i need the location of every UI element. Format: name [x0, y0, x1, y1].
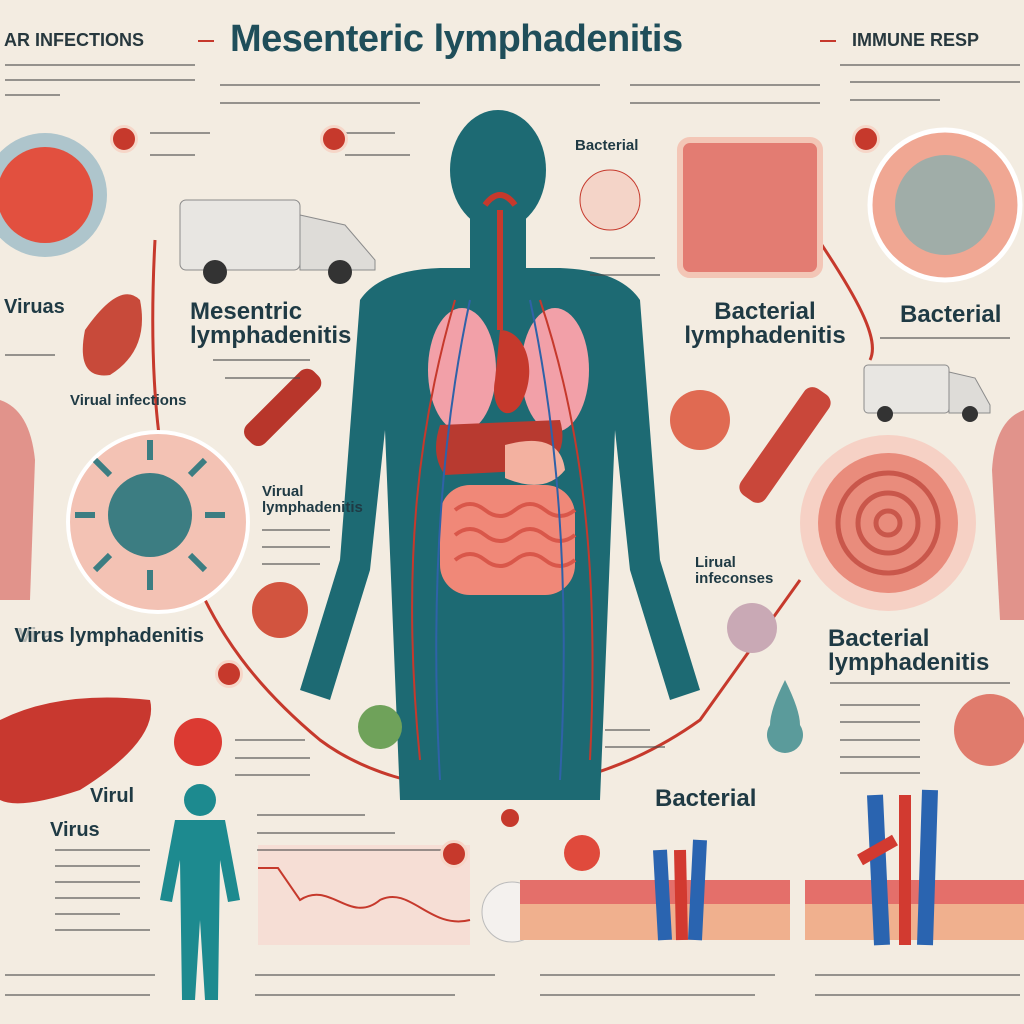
bacteria-icon	[727, 603, 777, 653]
virus-icon	[0, 133, 107, 257]
liver-icon	[82, 294, 142, 376]
step-badge-icon	[320, 125, 348, 153]
trend-line	[258, 867, 471, 923]
test-tube-icon	[244, 368, 322, 446]
intestine-icon	[520, 880, 1024, 940]
step-badge-icon	[215, 660, 243, 688]
trend-panel	[258, 845, 470, 945]
human-silhouette-icon	[300, 110, 700, 800]
header-right-text: IMMUNE RESP	[852, 30, 980, 50]
illegible-text-lines	[5, 64, 1020, 996]
bacteria-icon	[358, 705, 402, 749]
arc-node-icon	[501, 809, 519, 827]
human-silhouette-icon	[992, 410, 1024, 620]
step-badge-icon	[440, 840, 468, 868]
label-virul: Virul	[90, 785, 135, 807]
bacteria-icon	[579, 169, 641, 231]
step-badge-icon	[852, 125, 880, 153]
liver-icon	[0, 697, 152, 804]
label-bacterial-right: Bacterial	[900, 301, 1002, 328]
label-mesentric-lymphadenitis: Mesentric lymphadenitis	[190, 298, 352, 349]
human-silhouette-icon	[0, 400, 35, 600]
bacteria-icon	[670, 390, 730, 450]
header-left-text: AR INFECTIONS	[4, 30, 145, 50]
label-bacterial-small: Bacterial	[575, 137, 639, 154]
intestine-icon	[800, 435, 976, 611]
label-virus: Virus	[50, 819, 100, 841]
bacteria-icon	[677, 137, 823, 278]
header-divider	[198, 40, 214, 42]
step-badge-icon	[110, 125, 138, 153]
bacteria-icon	[252, 582, 308, 638]
virus-icon	[66, 430, 250, 614]
label-bacterial-lymphadenitis-right: Bacterial lymphadenitis	[828, 625, 990, 676]
human-silhouette-icon	[160, 784, 240, 1000]
label-virual-lymphadenitis: Virual lymphadenitis	[262, 483, 363, 516]
label-bacterial-lymphadenitis-center: Bacterial lymphadenitis	[684, 298, 846, 349]
label-viruas: Viruas	[4, 296, 65, 318]
header-divider	[820, 40, 836, 42]
page-title: Mesenteric lymphadenitis	[230, 18, 683, 60]
virus-icon	[564, 835, 600, 871]
bacteria-icon	[954, 694, 1024, 766]
label-virus-faded: Vi as	[18, 625, 65, 647]
van-icon	[179, 199, 376, 284]
label-bacterial-bottom: Bacterial	[655, 785, 757, 812]
test-tube-icon	[739, 387, 831, 503]
blood-vessel-icon	[653, 789, 938, 946]
label-lirual-infections: Lirual infeconses	[695, 554, 774, 587]
virus-icon	[174, 718, 222, 766]
van-icon	[863, 364, 991, 422]
droplet-icon	[767, 680, 804, 753]
label-viral-infections: Virual infections	[70, 392, 187, 409]
label-virus-lymphadenitis: Virus lymphadenitis	[14, 625, 204, 647]
